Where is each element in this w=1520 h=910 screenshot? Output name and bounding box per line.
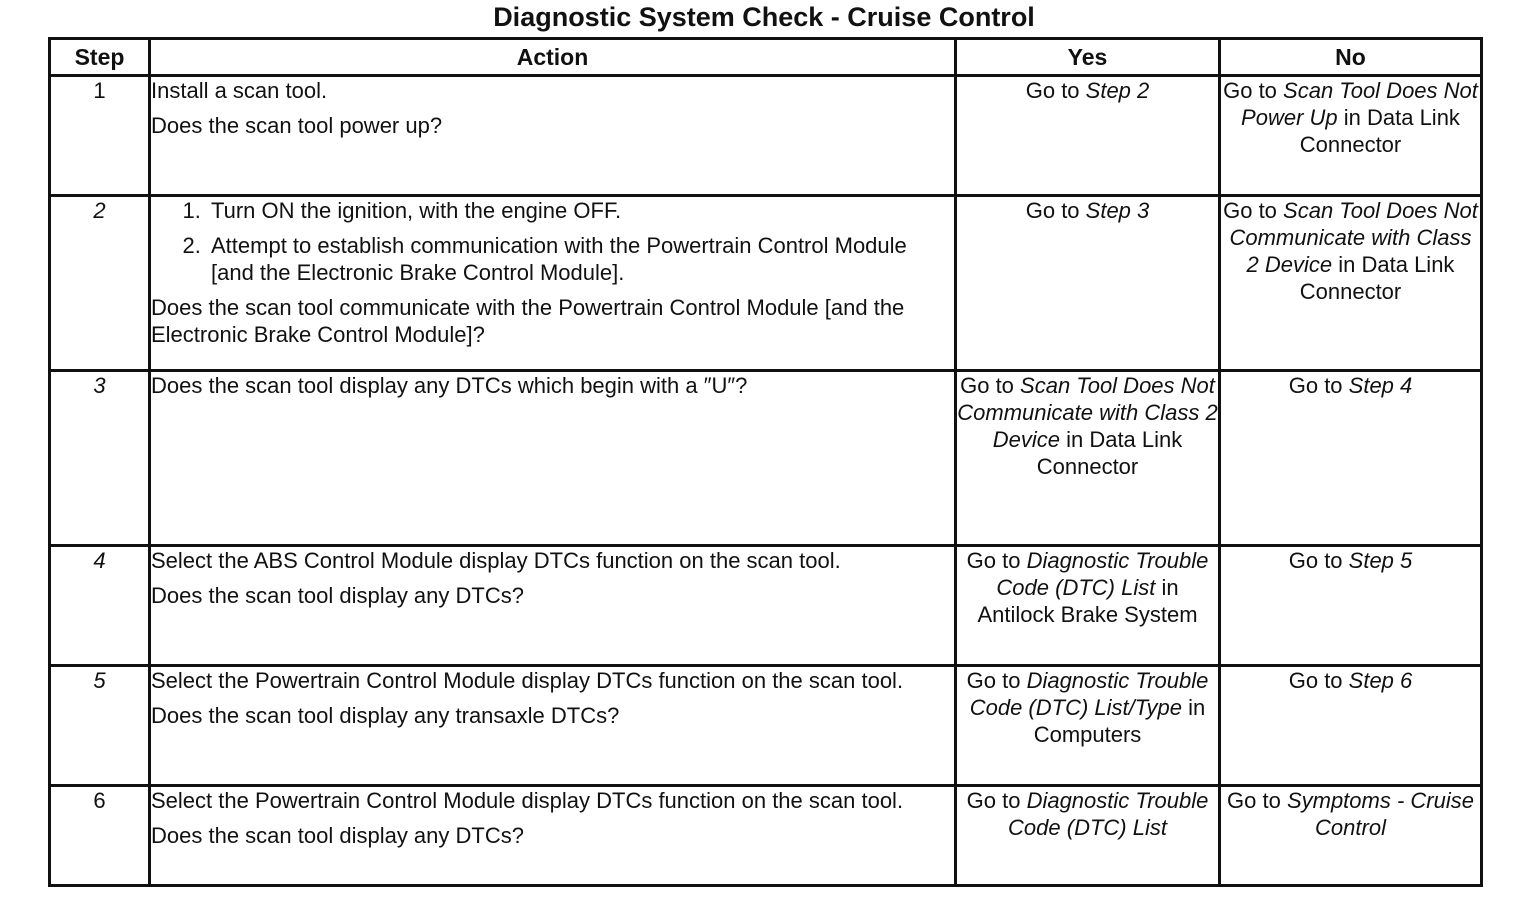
step-number: 2 — [48, 194, 151, 372]
action-cell: Select the Powertrain Control Module dis… — [148, 784, 957, 887]
yes-link[interactable]: Diagnostic Trouble Code (DTC) List — [996, 548, 1209, 600]
yes-link[interactable]: Scan Tool Does Not Communicate with Clas… — [957, 373, 1218, 452]
yes-suffix: in Data Link Connector — [1036, 427, 1183, 479]
yes-prefix: Go to — [1025, 78, 1086, 103]
action-question: Does the scan tool display any transaxle… — [151, 703, 620, 728]
yes-link[interactable]: Diagnostic Trouble Code (DTC) List — [1008, 788, 1209, 840]
yes-cell: Go to Diagnostic Trouble Code (DTC) List… — [954, 544, 1221, 667]
no-prefix: Go to — [1223, 198, 1284, 223]
step-number-text: 2 — [93, 198, 106, 223]
action-question: Does the scan tool communicate with the … — [151, 295, 905, 347]
table-row: 4 Select the ABS Control Module display … — [48, 544, 1483, 667]
action-instruction: Select the Powertrain Control Module dis… — [151, 788, 904, 813]
no-cell: Go to Step 4 — [1218, 369, 1483, 547]
action-question: Does the scan tool display any DTCs whic… — [151, 373, 748, 398]
step-number: 4 — [48, 544, 151, 667]
action-cell: Select the Powertrain Control Module dis… — [148, 664, 957, 787]
no-link[interactable]: Step 4 — [1348, 373, 1413, 398]
list-item: Attempt to establish communication with … — [207, 232, 954, 286]
no-link[interactable]: Step 6 — [1348, 668, 1413, 693]
action-instruction: Select the Powertrain Control Module dis… — [151, 668, 904, 693]
action-question: Does the scan tool display any DTCs? — [151, 823, 524, 848]
no-cell: Go to Scan Tool Does Not Communicate wit… — [1218, 194, 1483, 372]
yes-link[interactable]: Diagnostic Trouble Code (DTC) List/Type — [969, 668, 1209, 720]
yes-suffix: in Computers — [1033, 695, 1206, 747]
no-prefix: Go to — [1288, 668, 1349, 693]
header-step: Step — [48, 37, 151, 77]
no-link[interactable]: Symptoms - Cruise Control — [1286, 788, 1474, 840]
action-cell: Select the ABS Control Module display DT… — [148, 544, 957, 667]
action-instruction: Install a scan tool. — [151, 78, 328, 103]
step-number: 3 — [48, 369, 151, 547]
no-cell: Go to Step 6 — [1218, 664, 1483, 787]
no-link[interactable]: Scan Tool Does Not Communicate with Clas… — [1229, 198, 1478, 277]
step-number: 1 — [48, 74, 151, 197]
no-link[interactable]: Scan Tool Does Not Power Up — [1241, 78, 1478, 130]
yes-suffix: in Antilock Brake System — [977, 575, 1198, 627]
no-suffix: in Data Link Connector — [1299, 105, 1460, 157]
page-title: Diagnostic System Check - Cruise Control — [493, 2, 1035, 32]
action-question: Does the scan tool power up? — [151, 113, 443, 138]
yes-cell: Go to Scan Tool Does Not Communicate wit… — [954, 369, 1221, 547]
header-yes: Yes — [954, 37, 1221, 77]
list-item: Turn ON the ignition, with the engine OF… — [207, 197, 954, 224]
no-prefix: Go to — [1288, 548, 1349, 573]
table-header-row: Step Action Yes No — [48, 37, 1483, 77]
yes-cell: Go to Diagnostic Trouble Code (DTC) List — [954, 784, 1221, 887]
step-number: 5 — [48, 664, 151, 787]
no-prefix: Go to — [1223, 78, 1284, 103]
no-cell: Go to Symptoms - Cruise Control — [1218, 784, 1483, 887]
yes-cell: Go to Step 2 — [954, 74, 1221, 197]
header-no: No — [1218, 37, 1483, 77]
yes-link[interactable]: Step 2 — [1085, 78, 1150, 103]
yes-prefix: Go to — [966, 548, 1027, 573]
header-action: Action — [148, 37, 957, 77]
yes-prefix: Go to — [966, 668, 1027, 693]
no-link[interactable]: Step 5 — [1348, 548, 1413, 573]
yes-cell: Go to Diagnostic Trouble Code (DTC) List… — [954, 664, 1221, 787]
table-row: 5 Select the Powertrain Control Module d… — [48, 664, 1483, 787]
step-number-text: 4 — [93, 548, 106, 573]
step-number-text: 6 — [93, 788, 106, 813]
no-cell: Go to Step 5 — [1218, 544, 1483, 667]
step-number-text: 1 — [93, 78, 106, 103]
table-row: 2 Turn ON the ignition, with the engine … — [48, 194, 1483, 372]
yes-prefix: Go to — [966, 788, 1027, 813]
action-steps-list: Turn ON the ignition, with the engine OF… — [151, 197, 954, 286]
action-question: Does the scan tool display any DTCs? — [151, 583, 524, 608]
no-prefix: Go to — [1227, 788, 1287, 813]
step-number-text: 5 — [93, 668, 106, 693]
table-row: 1 Install a scan tool. Does the scan too… — [48, 74, 1483, 197]
diagnostic-table: Step Action Yes No 1 Install a scan tool… — [48, 37, 1483, 887]
no-prefix: Go to — [1288, 373, 1349, 398]
action-cell: Does the scan tool display any DTCs whic… — [148, 369, 957, 547]
yes-link[interactable]: Step 3 — [1085, 198, 1150, 223]
action-cell: Install a scan tool. Does the scan tool … — [148, 74, 957, 197]
yes-prefix: Go to — [960, 373, 1021, 398]
table-row: 6 Select the Powertrain Control Module d… — [48, 784, 1483, 887]
action-cell: Turn ON the ignition, with the engine OF… — [148, 194, 957, 372]
step-number-text: 3 — [93, 373, 106, 398]
yes-cell: Go to Step 3 — [954, 194, 1221, 372]
yes-prefix: Go to — [1025, 198, 1086, 223]
action-instruction: Select the ABS Control Module display DT… — [151, 548, 841, 573]
step-number: 6 — [48, 784, 151, 887]
table-row: 3 Does the scan tool display any DTCs wh… — [48, 369, 1483, 547]
no-suffix: in Data Link Connector — [1299, 252, 1455, 304]
no-cell: Go to Scan Tool Does Not Power Up in Dat… — [1218, 74, 1483, 197]
